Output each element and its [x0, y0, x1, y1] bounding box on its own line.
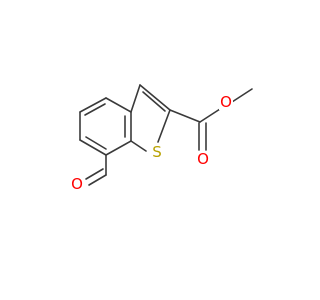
bond-s1-c7a	[130, 140, 147, 152]
double-bond-inner-c3a-c4	[84, 103, 106, 116]
ester-oxygen-symbol: O	[220, 93, 232, 111]
bond-c2-ester-carbon	[169, 109, 201, 123]
molecule-structure-diagram: S O O O	[70, 84, 253, 193]
double-bond-inner-c5-c6	[85, 136, 107, 150]
atom-label-sulfur: S	[150, 143, 164, 161]
bond-aldehyde-double-2	[85, 168, 104, 180]
bond-c3a-c3	[130, 84, 141, 113]
atom-label-ester-oxygen: O	[219, 93, 233, 111]
atom-label-carbonyl-oxygen: O	[196, 150, 210, 168]
double-bond-inner-c3-c2	[142, 91, 166, 112]
sulfur-atom-symbol: S	[152, 143, 162, 161]
bond-oxygen-methyl	[231, 88, 253, 103]
benzene-ring	[79, 97, 132, 156]
carbonyl-oxygen-symbol: O	[197, 150, 209, 168]
bond-aldehyde-double-1	[88, 174, 107, 186]
bond-c3-c2	[139, 84, 171, 111]
aldehyde-oxygen-symbol: O	[71, 175, 83, 193]
atom-label-aldehyde-oxygen: O	[70, 175, 84, 193]
thiophene-ring	[130, 84, 171, 152]
aldehyde-group	[85, 154, 107, 186]
bond-c5-c6	[79, 139, 107, 156]
bond-c2-s1	[157, 109, 171, 143]
methyl-ester-group	[169, 88, 253, 151]
bond-c7a-c3a	[105, 97, 132, 113]
bond-c3a-c4	[79, 97, 107, 113]
bond-ester-carbon-oxygen	[199, 108, 221, 123]
bond-c6-c7	[105, 140, 132, 156]
